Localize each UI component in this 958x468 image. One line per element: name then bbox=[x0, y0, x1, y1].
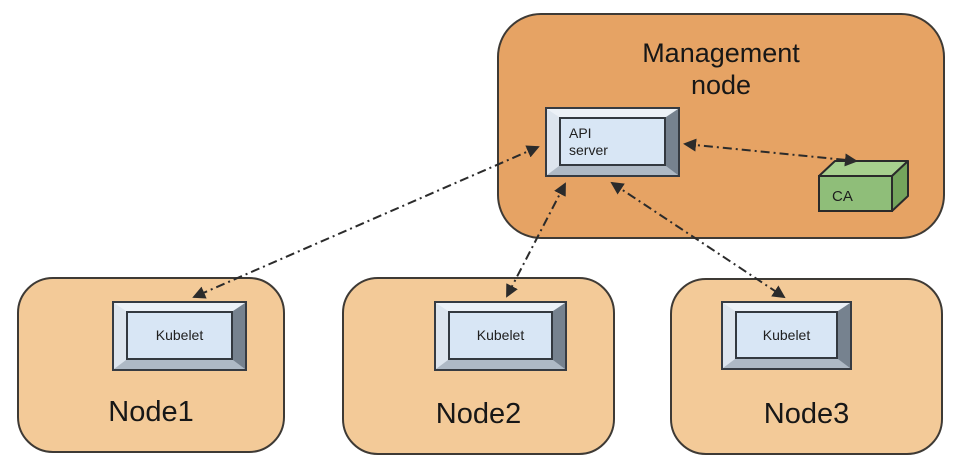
ca-label: CA bbox=[832, 188, 853, 205]
kubelet-node1-label: Kubelet bbox=[126, 311, 233, 360]
kubelet-node2-bevel: Kubelet bbox=[436, 303, 565, 369]
arrow-api-server-kubelet-node1 bbox=[192, 145, 540, 299]
worker-node-3-label: Node3 bbox=[763, 398, 850, 430]
ca-cube: CA bbox=[818, 160, 909, 212]
kubelet-box-node1: Kubelet bbox=[112, 301, 247, 371]
api-server-label: API server bbox=[559, 117, 666, 166]
api-server-label-line1: API bbox=[569, 124, 592, 141]
worker-node-2-label: Node2 bbox=[435, 398, 522, 430]
kubelet-node3-label: Kubelet bbox=[735, 311, 838, 359]
kubelet-box-node3: Kubelet bbox=[721, 301, 852, 370]
management-node-label: Management node bbox=[499, 37, 943, 101]
management-node-label-line2: node bbox=[690, 70, 752, 100]
kubelet-node3-bevel: Kubelet bbox=[723, 303, 850, 368]
management-node-label-line1: Management bbox=[642, 38, 800, 68]
worker-node-1-label: Node1 bbox=[108, 396, 194, 428]
kubelet-node1-bevel: Kubelet bbox=[114, 303, 245, 369]
api-server-label-line2: server bbox=[569, 141, 608, 158]
kubelet-node2-label: Kubelet bbox=[448, 311, 553, 360]
ca-cube-front-face bbox=[818, 175, 893, 212]
api-server-bevel: API server bbox=[547, 109, 678, 175]
api-server-box: API server bbox=[545, 107, 680, 177]
kubelet-box-node2: Kubelet bbox=[434, 301, 567, 371]
